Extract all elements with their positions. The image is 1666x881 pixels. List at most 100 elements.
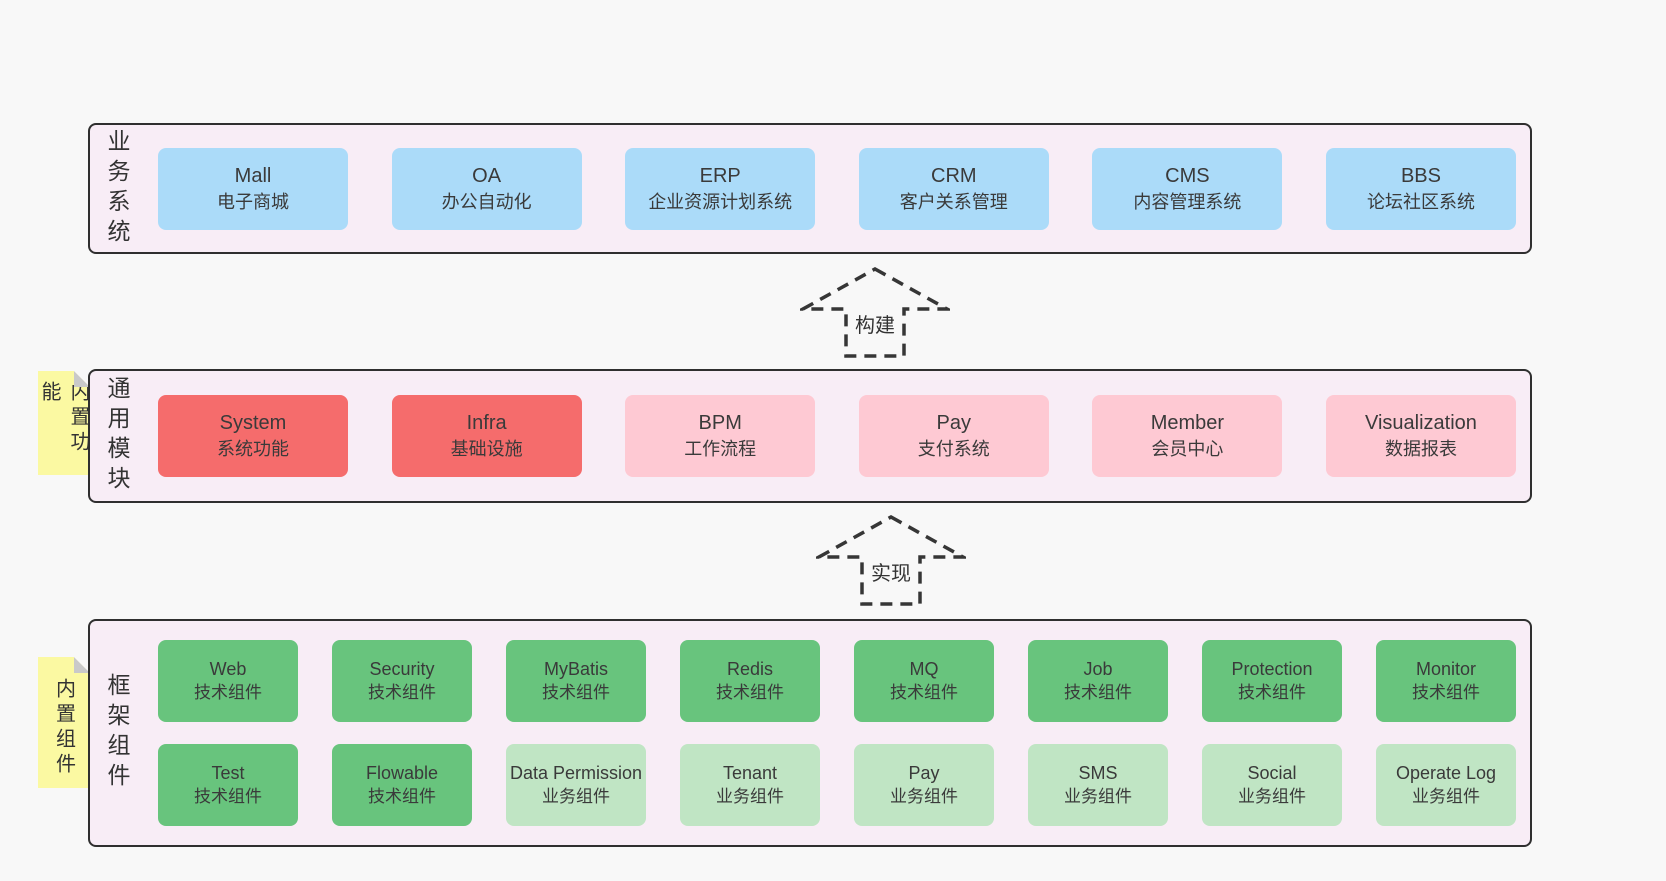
box-name: Test — [211, 763, 245, 783]
box-bbs: BBS 论坛社区系统 — [1325, 147, 1516, 230]
box-desc: 工作流程 — [684, 439, 757, 459]
box-member: Member 会员中心 — [1092, 395, 1283, 477]
sticky-note-text: 内置组件 — [52, 677, 75, 778]
box-name: OA — [472, 164, 502, 187]
layer-modules-label: 通用模块 — [104, 376, 130, 496]
box-mq: MQ 技术组件 — [854, 640, 994, 722]
box-desc: 技术组件 — [1412, 683, 1480, 702]
box-name: Web — [209, 659, 247, 679]
box-monitor: Monitor 技术组件 — [1376, 640, 1516, 722]
box-desc: 技术组件 — [716, 683, 784, 702]
layer-business-systems: 业务系统 Mall 电子商城 OA 办公自动化 ERP 企业资源计划系统 CRM… — [88, 123, 1532, 254]
box-tenant: Tenant 业务组件 — [680, 744, 820, 826]
arrow-build: 构建 — [800, 266, 950, 360]
sticky-note-builtin-functions: 内置功能 — [38, 371, 90, 475]
box-system: System 系统功能 — [158, 395, 348, 477]
arrow-implement-label: 实现 — [868, 556, 914, 587]
box-name: Job — [1083, 659, 1113, 679]
components-box-grid: Web 技术组件 Security 技术组件 MyBatis 技术组件 Redi… — [144, 621, 1530, 845]
box-name: BBS — [1400, 164, 1441, 187]
box-name: MyBatis — [543, 659, 608, 679]
box-name: Mall — [234, 164, 272, 187]
modules-box-row: System 系统功能 Infra 基础设施 BPM 工作流程 Pay 支付系统… — [144, 371, 1530, 501]
box-desc: 基础设施 — [450, 439, 523, 459]
layer-framework-components: 框架组件 Web 技术组件 Security 技术组件 MyBatis 技术组件… — [88, 619, 1532, 847]
box-name: SMS — [1078, 763, 1118, 783]
box-desc: 论坛社区系统 — [1366, 191, 1475, 212]
box-name: Operate Log — [1395, 763, 1497, 783]
box-name: Member — [1150, 412, 1225, 434]
box-name: System — [219, 412, 287, 434]
box-pay-module: Pay 支付系统 — [858, 395, 1049, 477]
box-desc: 系统功能 — [217, 439, 289, 459]
arrow-implement: 实现 — [816, 514, 966, 608]
box-name: Pay — [908, 763, 940, 783]
box-name: Redis — [726, 659, 774, 679]
box-desc: 支付系统 — [917, 439, 990, 459]
box-desc: 会员中心 — [1151, 439, 1224, 459]
box-erp: ERP 企业资源计划系统 — [625, 147, 816, 230]
box-desc: 内容管理系统 — [1133, 191, 1242, 212]
box-operate-log: Operate Log 业务组件 — [1376, 744, 1516, 826]
box-name: Data Permission — [509, 763, 643, 783]
box-visualization: Visualization 数据报表 — [1325, 395, 1516, 477]
box-desc: 业务组件 — [1064, 787, 1132, 806]
box-mall: Mall 电子商城 — [158, 147, 348, 230]
box-desc: 客户关系管理 — [899, 191, 1008, 212]
box-name: Protection — [1231, 659, 1313, 679]
box-protection: Protection 技术组件 — [1202, 640, 1342, 722]
box-desc: 数据报表 — [1384, 439, 1457, 459]
box-social: Social 业务组件 — [1202, 744, 1342, 826]
box-name: Security — [369, 659, 435, 679]
box-name: Social — [1247, 763, 1297, 783]
box-name: BPM — [698, 412, 742, 434]
box-name: CMS — [1165, 164, 1210, 187]
box-desc: 业务组件 — [542, 787, 610, 806]
up-arrow-icon — [800, 266, 950, 358]
box-test: Test 技术组件 — [158, 744, 298, 826]
box-desc: 业务组件 — [1238, 787, 1306, 806]
box-name: Flowable — [365, 763, 439, 783]
box-desc: 企业资源计划系统 — [648, 191, 793, 212]
box-security: Security 技术组件 — [332, 640, 472, 722]
box-cms: CMS 内容管理系统 — [1092, 147, 1283, 230]
box-pay-component: Pay 业务组件 — [854, 744, 994, 826]
up-arrow-icon — [816, 514, 966, 606]
box-desc: 技术组件 — [368, 787, 436, 806]
box-flowable: Flowable 技术组件 — [332, 744, 472, 826]
box-crm: CRM 客户关系管理 — [858, 147, 1049, 230]
box-name: Tenant — [722, 763, 778, 783]
sticky-note-text: 内置功能 — [38, 381, 89, 456]
box-desc: 技术组件 — [194, 683, 262, 702]
box-infra: Infra 基础设施 — [391, 395, 582, 477]
box-name: Pay — [936, 412, 972, 434]
arrow-build-label: 构建 — [852, 308, 898, 339]
layer-components-label: 框架组件 — [104, 673, 130, 793]
box-job: Job 技术组件 — [1028, 640, 1168, 722]
box-sms: SMS 业务组件 — [1028, 744, 1168, 826]
box-desc: 技术组件 — [194, 787, 262, 806]
box-name: MQ — [909, 659, 939, 679]
box-name: Visualization — [1365, 412, 1477, 434]
box-bpm: BPM 工作流程 — [625, 395, 816, 477]
box-web: Web 技术组件 — [158, 640, 298, 722]
box-oa: OA 办公自动化 — [391, 147, 582, 230]
box-desc: 技术组件 — [890, 683, 958, 702]
sticky-note-builtin-components: 内置组件 — [38, 657, 90, 788]
box-desc: 业务组件 — [716, 787, 784, 806]
box-data-permission: Data Permission 业务组件 — [506, 744, 646, 826]
box-redis: Redis 技术组件 — [680, 640, 820, 722]
box-name: ERP — [699, 164, 741, 187]
box-desc: 技术组件 — [368, 683, 436, 702]
box-mybatis: MyBatis 技术组件 — [506, 640, 646, 722]
box-name: CRM — [931, 164, 977, 187]
business-box-row: Mall 电子商城 OA 办公自动化 ERP 企业资源计划系统 CRM 客户关系… — [144, 125, 1530, 252]
box-desc: 电子商城 — [217, 191, 289, 212]
box-desc: 技术组件 — [542, 683, 610, 702]
layer-business-label: 业务系统 — [104, 128, 130, 249]
box-name: Infra — [466, 412, 507, 434]
box-desc: 技术组件 — [1238, 683, 1306, 702]
layer-common-modules: 通用模块 System 系统功能 Infra 基础设施 BPM 工作流程 Pay… — [88, 369, 1532, 503]
box-desc: 业务组件 — [890, 787, 958, 806]
